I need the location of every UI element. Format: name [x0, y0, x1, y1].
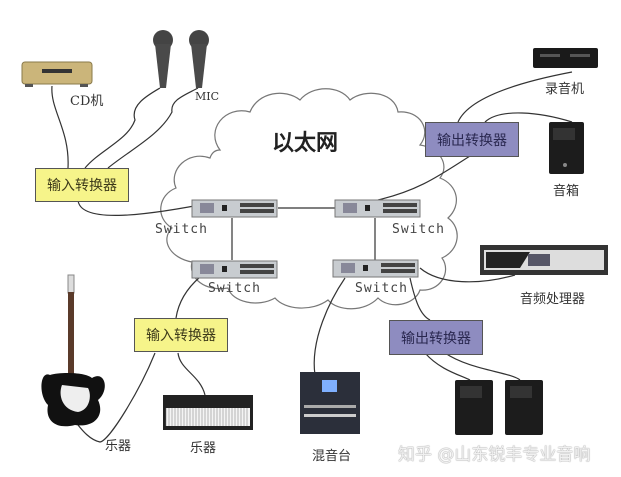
audio-processor-label: 音频处理器 — [520, 292, 586, 307]
cable-switch-to-processor — [419, 267, 516, 283]
cable-switch-to-output-top — [377, 155, 471, 201]
cable-mic2-to-input — [107, 87, 199, 169]
cable-switch-to-output-bottom — [409, 277, 431, 321]
output-converter-top: 输出转换器 — [425, 122, 519, 157]
cable-switch-to-input-bottom — [175, 276, 201, 319]
watermark: 知乎 @山东锐丰专业音响 — [398, 445, 591, 465]
speaker-label: 音箱 — [553, 184, 580, 199]
output-converter-bottom: 输出转换器 — [389, 320, 483, 355]
cable-cd-to-input — [51, 85, 69, 169]
cable-input-to-keyboard — [177, 352, 206, 396]
mic-label: MIC — [195, 90, 220, 103]
ethernet-title: 以太网 — [272, 131, 339, 156]
speaker-icon — [549, 122, 584, 174]
cd-player-label: CD机 — [70, 94, 104, 109]
switch-bottom-left — [191, 260, 278, 279]
guitar-label: 乐器 — [105, 439, 132, 454]
switch-top-right — [334, 199, 421, 218]
microphone-icon — [153, 30, 209, 88]
cable-output-to-speaker1 — [424, 352, 471, 381]
switch-label-top-left: Switch — [155, 222, 208, 237]
cable-mic1-to-input — [84, 87, 161, 169]
switch-label-bottom-right: Switch — [355, 281, 408, 296]
cable-output-to-speaker — [484, 112, 573, 123]
mixer-label: 混音台 — [312, 449, 352, 464]
ethernet-cloud — [160, 88, 458, 310]
recorder-icon — [533, 48, 598, 68]
guitar-icon — [41, 274, 105, 427]
keyboard-label: 乐器 — [190, 441, 217, 456]
mixer-icon — [300, 372, 360, 434]
switch-label-top-right: Switch — [392, 222, 445, 237]
keyboard-icon — [163, 395, 253, 430]
recorder-label: 录音机 — [545, 82, 585, 97]
switch-bottom-right — [332, 259, 419, 278]
audio-processor-icon — [480, 245, 608, 275]
cable-output-to-recorder — [457, 71, 573, 123]
cd-player-icon — [21, 61, 93, 87]
cables — [51, 71, 573, 443]
input-converter-bottom: 输入转换器 — [134, 318, 228, 352]
cable-output-to-speaker2 — [444, 352, 521, 381]
speaker-pair-icon — [455, 380, 543, 435]
cable-input-to-guitar — [77, 352, 156, 443]
switch-top-left — [191, 199, 278, 218]
cable-switch-to-mixer — [313, 277, 346, 376]
switch-label-bottom-left: Switch — [208, 281, 261, 296]
input-converter-top: 输入转换器 — [35, 168, 129, 202]
